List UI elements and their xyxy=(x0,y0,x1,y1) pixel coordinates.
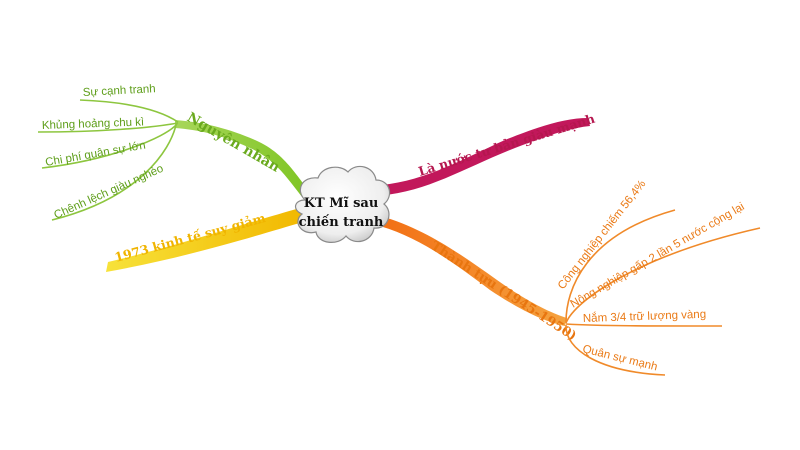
cause-line-3 xyxy=(41,123,178,169)
branch-rich[interactable]: Là nước tư bản giàu mạnh xyxy=(366,111,597,196)
branch-decline[interactable]: 1973 kinh tế suy giảm xyxy=(106,208,303,272)
achieve-line-3 xyxy=(565,323,723,327)
center-node[interactable]: KT Mĩ sau chiến tranh xyxy=(295,165,391,243)
achieve-line-2 xyxy=(565,227,761,324)
center-title-line1: KT Mĩ sau xyxy=(304,196,379,211)
achieve-line-4 xyxy=(565,324,666,376)
branch-achieve[interactable]: Thành tựu (1945-1950) xyxy=(362,212,579,344)
center-cloud-shape xyxy=(295,165,391,243)
cause-sublines xyxy=(37,99,179,221)
branch-cause-label: Nguyên nhân xyxy=(184,110,282,176)
achieve-line-1 xyxy=(565,209,676,323)
branch-achieve-label: Thành tựu (1945-1950) xyxy=(428,239,579,344)
branch-rich-label: Là nước tư bản giàu mạnh xyxy=(416,111,596,179)
branch-cause-connector xyxy=(175,120,318,208)
achieve-item-3: Nắm 3/4 trữ lượng vàng xyxy=(583,308,707,325)
achieve-item-2: Nông nghiệp gấp 2 lần 5 nước cộng lại xyxy=(569,201,747,311)
center-title-line2: chiến tranh xyxy=(299,214,384,230)
cause-item-3: Chi phí quân sự lớn xyxy=(44,140,146,169)
branch-cause[interactable]: Nguyên nhân xyxy=(175,110,318,208)
cause-item-1: Sự cạnh tranh xyxy=(83,83,156,99)
achieve-sublines xyxy=(565,209,761,376)
cause-item-2: Khủng hoảng chu kì xyxy=(42,116,145,132)
cause-line-4 xyxy=(51,124,177,221)
cause-line-1 xyxy=(79,99,179,123)
branch-achieve-connector xyxy=(362,212,567,326)
cause-line-2 xyxy=(37,122,179,133)
branch-decline-connector xyxy=(106,208,303,272)
branch-rich-connector xyxy=(366,118,590,196)
cause-item-4: Chênh lệch giàu nghèo xyxy=(52,163,165,222)
